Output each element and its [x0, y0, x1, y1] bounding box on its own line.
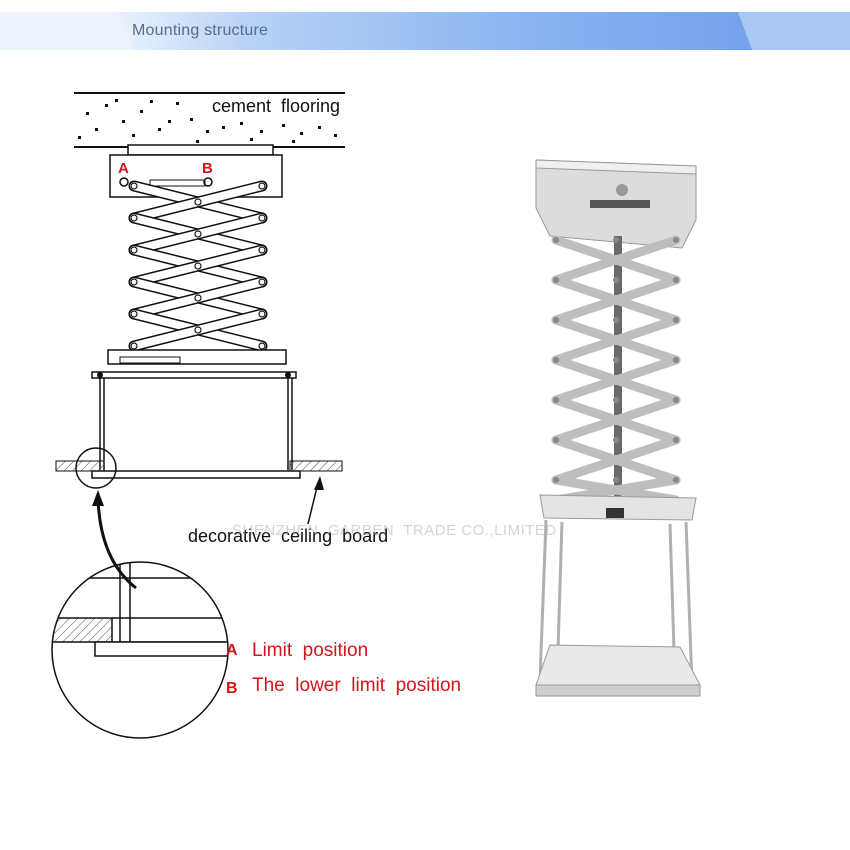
- marker-b-label: B: [202, 160, 213, 177]
- ceiling-board-label: decorative ceiling board: [188, 526, 389, 546]
- banner-band: [0, 12, 850, 50]
- bottom-panel: [91, 470, 301, 479]
- scissor-arms: [128, 180, 268, 352]
- detail-marker: [75, 447, 117, 489]
- projector-bracket: [91, 371, 297, 379]
- ceiling-board: [55, 460, 343, 479]
- limit-switch-a: [119, 177, 129, 187]
- watermark: SHENZHEN GARBEN TRADE CO.,LIMITED: [232, 522, 557, 539]
- marker-a-label: A: [118, 160, 129, 177]
- projector-lift-photo-icon: [535, 159, 701, 697]
- page-title: Mounting structure: [132, 22, 269, 39]
- cement-flooring-label: cement flooring: [212, 96, 341, 116]
- magnified-detail: [51, 561, 229, 739]
- detail-arrow: [96, 497, 137, 590]
- legend-key-b: B: [226, 680, 238, 697]
- header-banner: Mounting structure: [0, 12, 850, 50]
- legend-text-a: Limit position: [252, 640, 369, 661]
- legend-text-b: The lower limit position: [252, 675, 462, 696]
- limit-switch-b: [203, 177, 213, 187]
- legend-key-a: A: [226, 642, 238, 659]
- top-plate: [127, 144, 274, 156]
